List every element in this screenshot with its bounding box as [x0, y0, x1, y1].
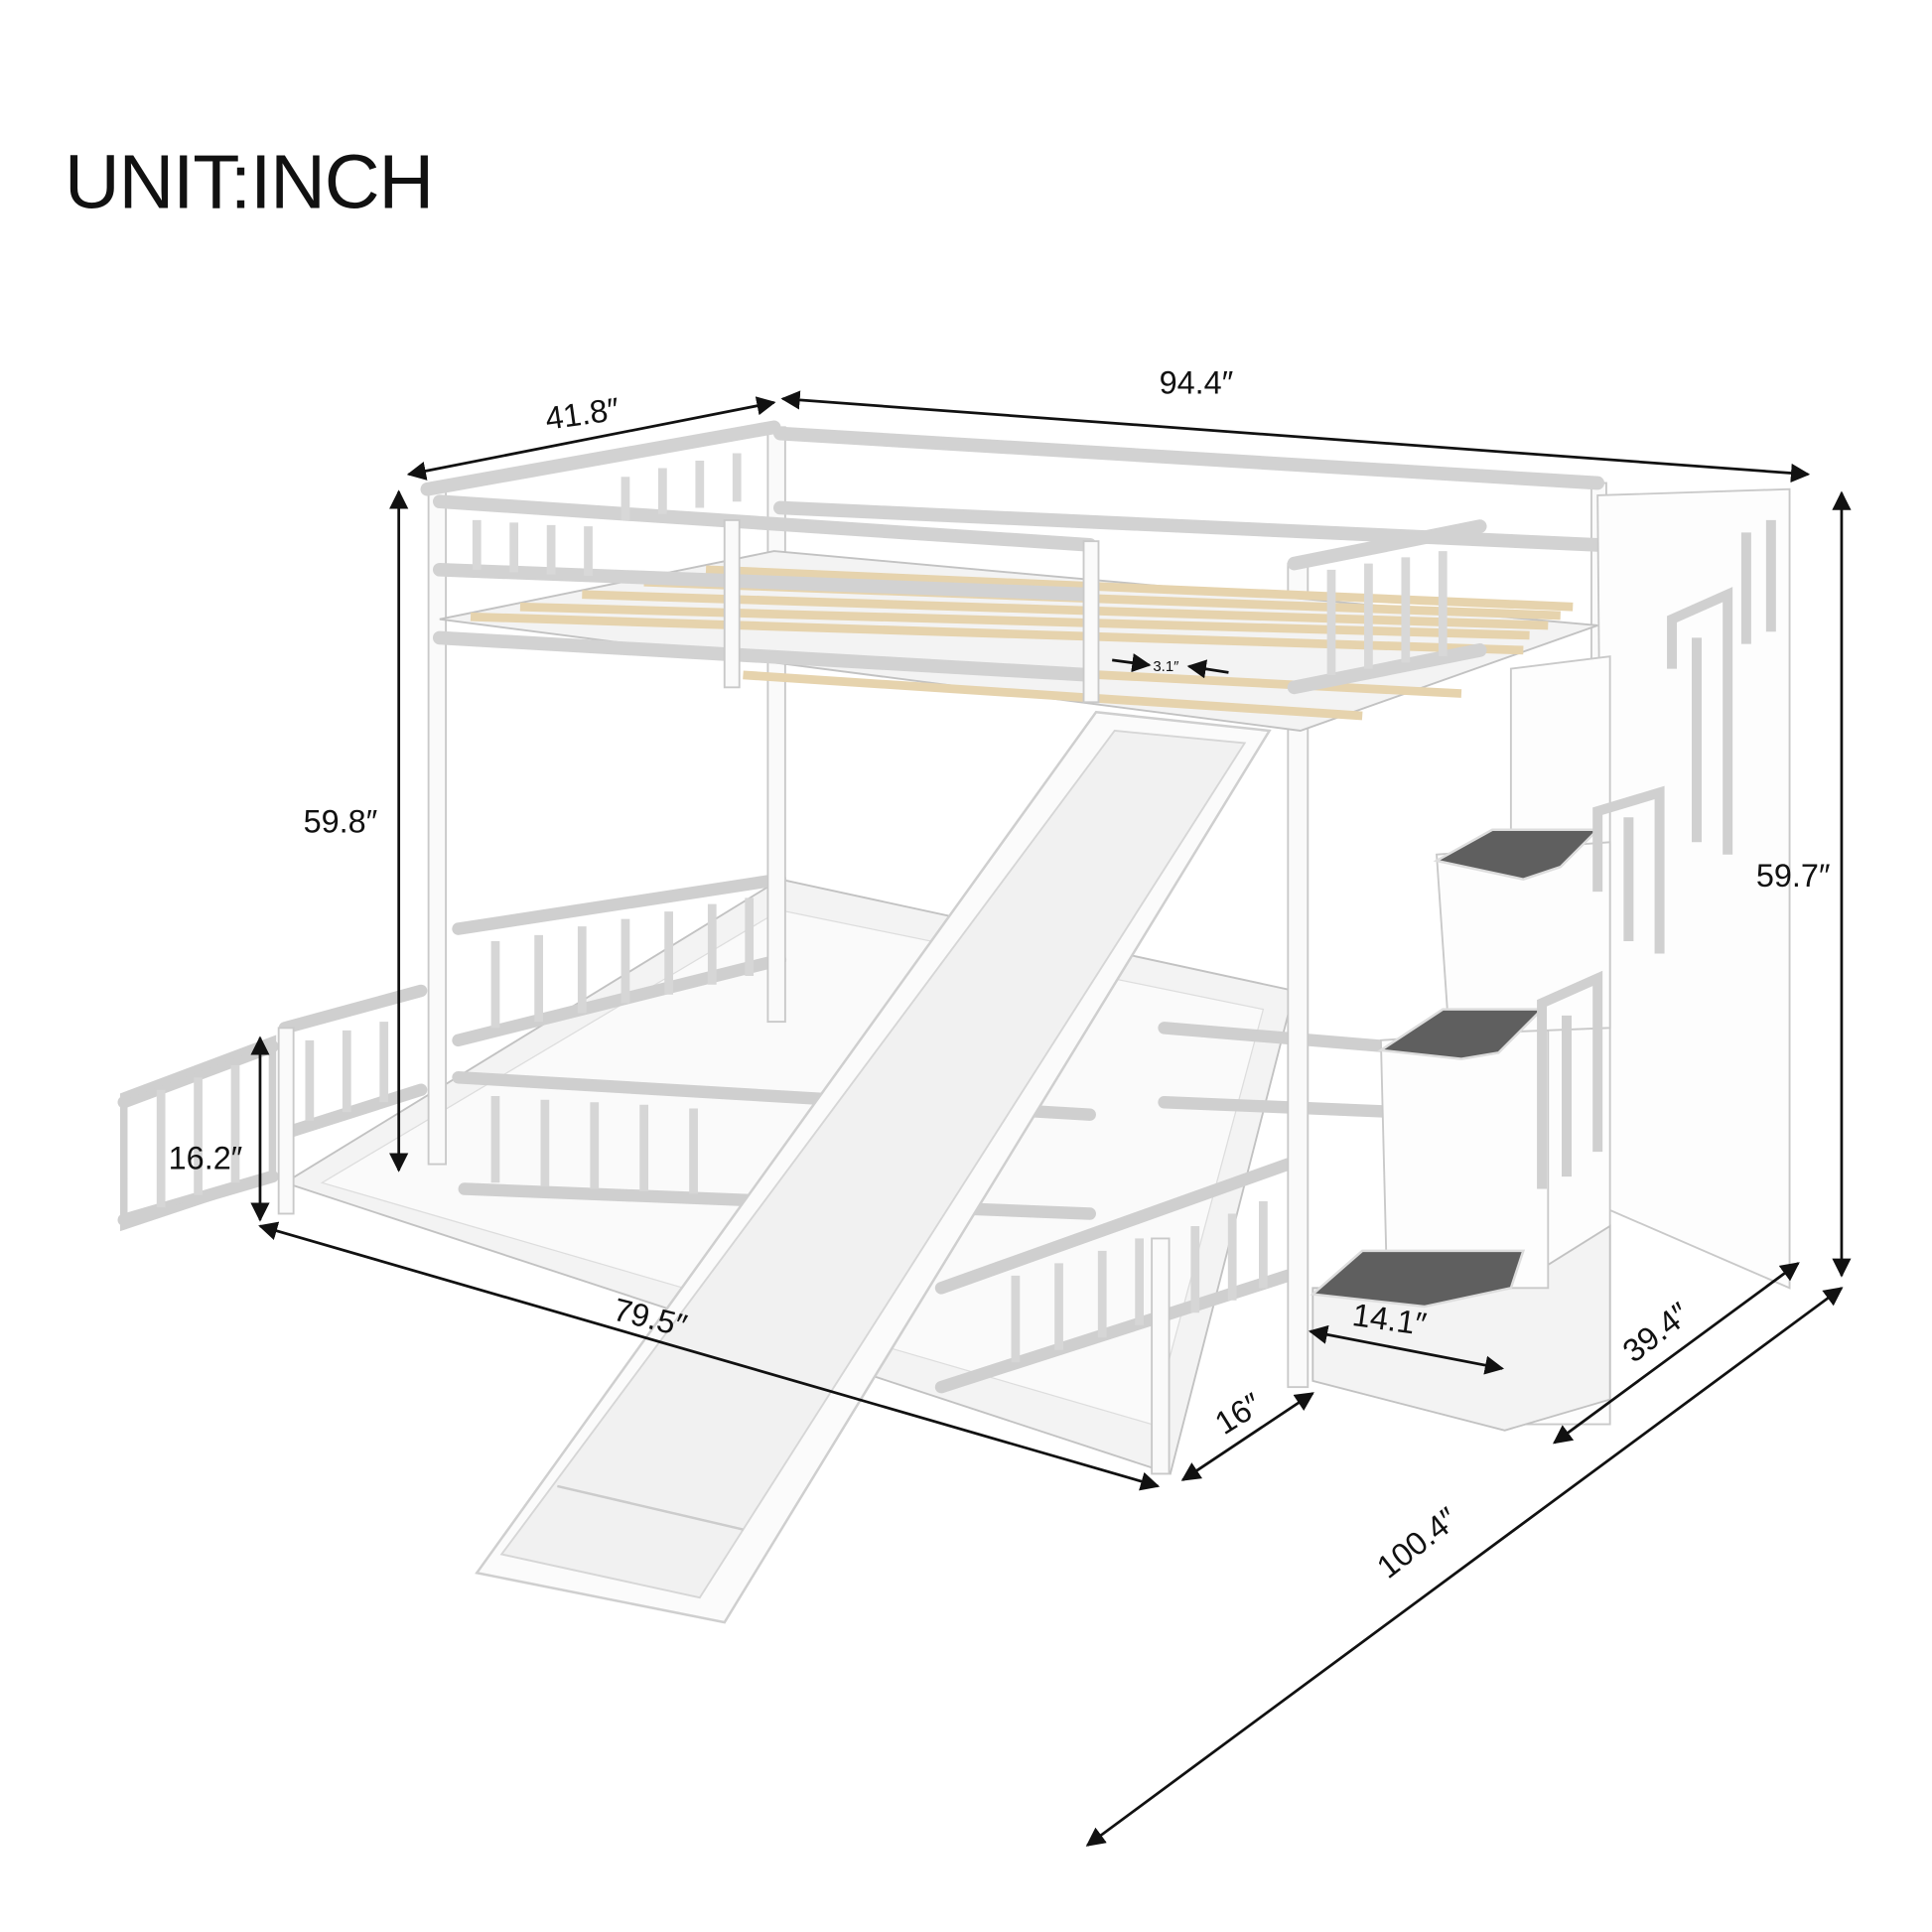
label-gate-height: 16.2″	[169, 1141, 243, 1176]
label-right-height: 59.7″	[1756, 858, 1831, 894]
label-left-height: 59.8″	[304, 803, 378, 839]
dimline-total-length	[780, 390, 1811, 483]
gate-panel	[120, 1035, 277, 1232]
label-slat-gap: 3.1″	[1153, 658, 1179, 675]
dimline-total-depth	[1085, 1287, 1844, 1847]
label-total-depth: 100.4″	[1370, 1500, 1464, 1585]
bunk-bed-illustration	[117, 420, 1791, 1624]
step-middle	[1377, 1008, 1546, 1060]
label-total-length: 94.4″	[1160, 365, 1234, 401]
unit-title: UNIT:INCH	[65, 140, 433, 225]
dimline-slat-gap-right	[1186, 659, 1229, 679]
label-top-width: 41.8″	[543, 391, 621, 437]
upper-bed-slats	[470, 565, 1574, 721]
label-gap-to-stairs: 16″	[1209, 1386, 1268, 1442]
label-stairs-depth: 39.4″	[1616, 1296, 1697, 1369]
step-top	[1433, 828, 1601, 881]
dimline-slat-gap-left	[1112, 653, 1152, 673]
dimline-floor-bed-length	[258, 1221, 1161, 1491]
dimension-lines	[250, 390, 1852, 1847]
dimline-top-width	[406, 396, 776, 481]
